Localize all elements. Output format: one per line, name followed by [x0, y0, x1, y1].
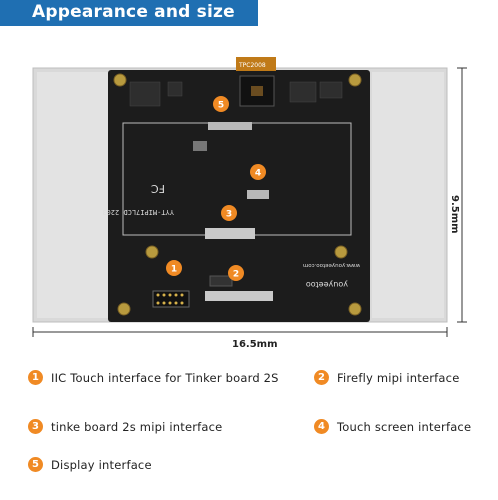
- height-dimension: 9.5mm: [449, 195, 460, 234]
- dimension-lines: [32, 67, 467, 337]
- chip-label: TPC2008: [238, 62, 266, 69]
- legend-text-2: Firefly mipi interface: [337, 370, 460, 385]
- legend-badge-1: 1: [28, 370, 43, 385]
- connector-3: [205, 228, 255, 239]
- silkscreen-website: www.youyeetoo.com: [303, 262, 360, 268]
- legend-item-4: 4 Touch screen interface: [314, 419, 471, 434]
- connector-4: [247, 190, 269, 199]
- svg-text:4: 4: [255, 169, 261, 179]
- legend-text-3: tinke board 2s mipi interface: [51, 419, 223, 434]
- svg-text:3: 3: [226, 210, 232, 220]
- legend-badge-2: 2: [314, 370, 329, 385]
- legend-text-1: IIC Touch interface for Tinker board 2S: [51, 370, 279, 385]
- legend-item-1: 1 IIC Touch interface for Tinker board 2…: [28, 370, 279, 385]
- legend-badge-5: 5: [28, 457, 43, 472]
- svg-text:2: 2: [233, 270, 239, 280]
- silkscreen-model: YYT-MIPI7LCD 2203: [102, 208, 174, 216]
- legend-item-5: 5 Display interface: [28, 457, 152, 472]
- svg-text:5: 5: [218, 101, 224, 111]
- legend-text-5: Display interface: [51, 457, 152, 472]
- width-dimension: 16.5mm: [232, 339, 278, 350]
- lcd-module-illustration: TPC2008 FC: [32, 57, 467, 337]
- pin-header: [152, 290, 190, 308]
- legend-badge-3: 3: [28, 419, 43, 434]
- connector-2: [205, 291, 273, 301]
- legend-text-4: Touch screen interface: [337, 419, 472, 434]
- chip: [239, 75, 275, 107]
- silkscreen-brand: youyeetoo: [306, 280, 348, 289]
- pcb-board: [108, 70, 370, 322]
- svg-text:FC: FC: [151, 182, 165, 195]
- connector-5: [208, 122, 252, 130]
- page-title: Appearance and size: [0, 0, 258, 26]
- legend-item-3: 3 tinke board 2s mipi interface: [28, 419, 222, 434]
- legend-item-2: 2 Firefly mipi interface: [314, 370, 459, 385]
- svg-text:1: 1: [171, 265, 177, 275]
- chip-tab: [236, 57, 276, 71]
- legend-badge-4: 4: [314, 419, 329, 434]
